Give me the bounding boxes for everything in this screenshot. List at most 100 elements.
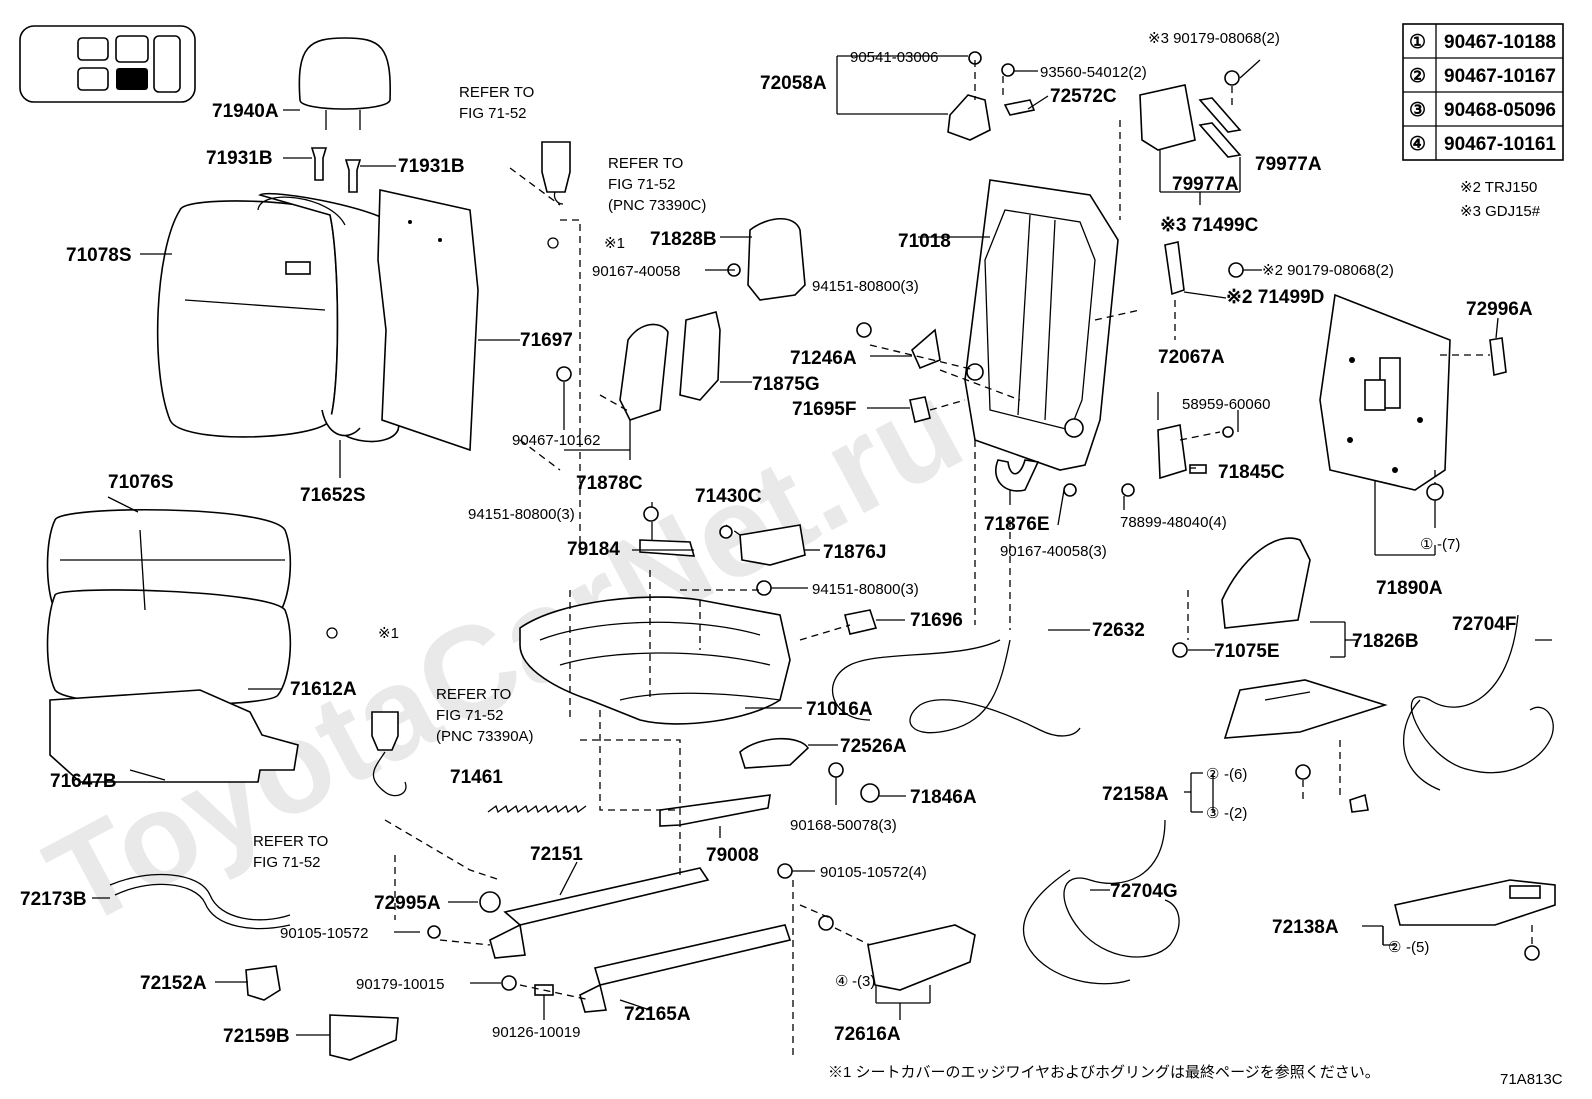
rail-72151 <box>489 867 710 959</box>
seatback-pad <box>377 189 479 452</box>
seatback-cover <box>156 192 407 443</box>
bracket-79008 <box>659 794 771 827</box>
legend-code-2: 90467-10167 <box>1444 66 1556 87</box>
cover-71695F <box>909 396 931 423</box>
circle-2b: ② <box>1388 939 1401 956</box>
label-71845C: 71845C <box>1218 462 1285 483</box>
circle-4: ④ <box>835 973 848 990</box>
clip-58959-60060 <box>1222 426 1234 438</box>
circle-2a: ② <box>1206 766 1219 783</box>
label-71499C: ※3 71499C <box>1160 215 1259 236</box>
seat-cushion-cover <box>46 508 292 706</box>
label-72616A-qty: -(3) <box>852 973 875 990</box>
label-72995A: 72995A <box>374 893 441 914</box>
handle-72526A <box>739 737 810 769</box>
pad-72572C <box>1003 99 1036 116</box>
seat-cushion-pad <box>49 689 299 783</box>
label-71461: 71461 <box>450 767 503 788</box>
note-gdj15: ※3 GDJ15# <box>1460 203 1541 220</box>
refer-1-line2: FIG 71-52 <box>459 105 527 122</box>
label-71696: 71696 <box>910 610 963 631</box>
label-71931B-right: 71931B <box>398 156 465 177</box>
label-72632: 72632 <box>1092 620 1145 641</box>
label-79977A-left: 79977A <box>1172 174 1239 195</box>
cover-72138A <box>1394 879 1556 926</box>
label-58959-60060: 58959-60060 <box>1182 396 1270 413</box>
clip-72138A <box>1524 945 1540 961</box>
label-71078S: 71078S <box>66 245 132 266</box>
label-71612A: 71612A <box>290 679 357 700</box>
legend-num-2: ② <box>1409 66 1426 87</box>
bolt-90168-50078 <box>828 762 844 778</box>
label-90167-40058: 90167-40058 <box>592 263 680 280</box>
rail-72165A <box>579 924 792 1013</box>
note-x1-upper: ※1 <box>604 235 625 252</box>
nut-90179-08068-b <box>1228 262 1244 278</box>
legend-code-1: 90467-10188 <box>1444 32 1556 53</box>
label-71940A: 71940A <box>212 101 279 122</box>
label-90168-50078: 90168-50078(3) <box>790 817 897 834</box>
bracket-79184 <box>639 539 696 557</box>
label-71878C: 71878C <box>576 473 643 494</box>
cable-72632 <box>832 639 1081 737</box>
seat-frame <box>519 596 791 725</box>
bolt-93560-54012 <box>1001 63 1015 77</box>
nut-94151-a <box>643 506 659 522</box>
seat-position-icon <box>19 25 196 103</box>
refer-1-line1: REFER TO <box>459 84 534 101</box>
label-94151-80800-c: 94151-80800(3) <box>812 278 919 295</box>
refer-3-line3: (PNC 73390A) <box>436 728 534 745</box>
label-71246A: 71246A <box>790 348 857 369</box>
label-79977A-right: 79977A <box>1255 154 1322 175</box>
side-cover-71075E <box>1221 537 1311 629</box>
label-71697: 71697 <box>520 330 573 351</box>
refer-4-line2: FIG 71-52 <box>253 854 321 871</box>
part-71696 <box>844 609 878 635</box>
label-71890A: 71890A <box>1376 578 1443 599</box>
seatback-board-71890A <box>1319 293 1451 491</box>
label-71016A: 71016A <box>806 699 873 720</box>
bolt-78899-48040 <box>1121 483 1135 497</box>
wire-72173B <box>109 873 291 930</box>
refer-3-line2: FIG 71-52 <box>436 707 504 724</box>
label-72158A: 72158A <box>1102 784 1169 805</box>
label-71075E: 71075E <box>1214 641 1280 662</box>
bolt-90105-b <box>777 863 793 879</box>
clip-71845C <box>1189 464 1207 474</box>
label-90541-03006: 90541-03006 <box>850 49 938 66</box>
label-72058A: 72058A <box>760 73 827 94</box>
legend-table: ① 90467-10188 ② 90467-10167 ③ 90468-0509… <box>1402 23 1564 161</box>
bolt-90105-a <box>427 925 441 939</box>
cover-71878C <box>619 323 669 421</box>
label-71876J: 71876J <box>823 542 886 563</box>
label-72138A-qty: -(5) <box>1406 939 1429 956</box>
label-71826B: 71826B <box>1352 631 1419 652</box>
belt-buckle-upper <box>541 141 571 205</box>
label-71076S: 71076S <box>108 472 174 493</box>
nut-90179-10015 <box>501 975 517 991</box>
clip-72158A-2 <box>1295 764 1311 780</box>
refer-2-line2: FIG 71-52 <box>608 176 676 193</box>
refer-2-line1: REFER TO <box>608 155 683 172</box>
label-72704F: 72704F <box>1452 614 1516 635</box>
bracket-71499C <box>1139 84 1196 151</box>
label-72158A-qty3: -(2) <box>1224 805 1247 822</box>
legend-num-1: ① <box>1409 32 1426 53</box>
clip-72158A-3 <box>1349 793 1369 813</box>
bolt-90467-10162 <box>556 366 572 382</box>
label-90105-10572: 90105-10572 <box>280 925 368 942</box>
headrest <box>298 37 391 130</box>
label-72616A: 72616A <box>834 1024 901 1045</box>
label-71647B: 71647B <box>50 771 117 792</box>
spring-71461 <box>487 804 587 814</box>
refer-2-line3: (PNC 73390C) <box>608 197 706 214</box>
clip-72996A <box>1489 337 1507 376</box>
label-71875G: 71875G <box>752 374 820 395</box>
headrest-guide-left <box>310 147 328 181</box>
label-94151-80800-b: 94151-80800(3) <box>812 581 919 598</box>
label-72704G: 72704G <box>1110 881 1178 902</box>
label-79008: 79008 <box>706 845 759 866</box>
note-x1-lower: ※1 <box>378 625 399 642</box>
cover-71875G <box>679 311 721 401</box>
